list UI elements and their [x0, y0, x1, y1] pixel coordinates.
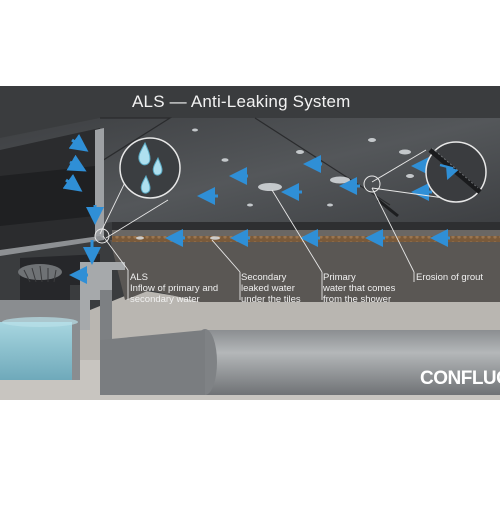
water-drops-icon [119, 137, 181, 199]
label-erosion-line: Erosion of grout [416, 272, 484, 283]
label-als-line: Inflow of primary and [130, 283, 219, 294]
label-primary: Primary water that comes from the shower [323, 272, 395, 305]
label-primary-line: from the shower [323, 294, 392, 305]
label-als-line: secondary water [130, 294, 200, 305]
strainer [18, 264, 62, 283]
label-secondary-line: leaked water [241, 283, 295, 294]
floor-tiles [0, 118, 500, 236]
brand-logo: CONFLUO [420, 368, 500, 390]
grout-groove [377, 198, 399, 218]
water-droplets [136, 128, 414, 240]
channel-wall [95, 128, 104, 240]
channel-bottom [0, 236, 104, 256]
grout-crack-icon [425, 141, 487, 203]
channel-interior [0, 166, 95, 226]
tile-edge [112, 222, 500, 230]
focus-ring [363, 175, 381, 193]
label-secondary-line: Secondary [241, 272, 287, 283]
label-als: ALS Inflow of primary and secondary wate… [130, 272, 218, 305]
label-erosion: Erosion of grout [416, 272, 483, 283]
label-secondary-line: under the tiles [241, 294, 301, 305]
trap-water [0, 322, 72, 380]
pipe-connector [100, 330, 205, 395]
focus-ring [94, 228, 110, 244]
screed-layer [110, 240, 500, 302]
brand-name: CONFLUO [420, 368, 500, 389]
flange-seal [100, 290, 112, 340]
outlet-pipe [205, 330, 500, 395]
label-primary-line: water that comes [323, 283, 396, 294]
label-als-line: ALS [130, 272, 148, 283]
label-secondary: Secondary leaked water under the tiles [241, 272, 301, 305]
label-primary-line: Primary [323, 272, 356, 283]
adhesive-layer [112, 230, 500, 236]
diagram-title: ALS — Anti-Leaking System [132, 92, 351, 111]
